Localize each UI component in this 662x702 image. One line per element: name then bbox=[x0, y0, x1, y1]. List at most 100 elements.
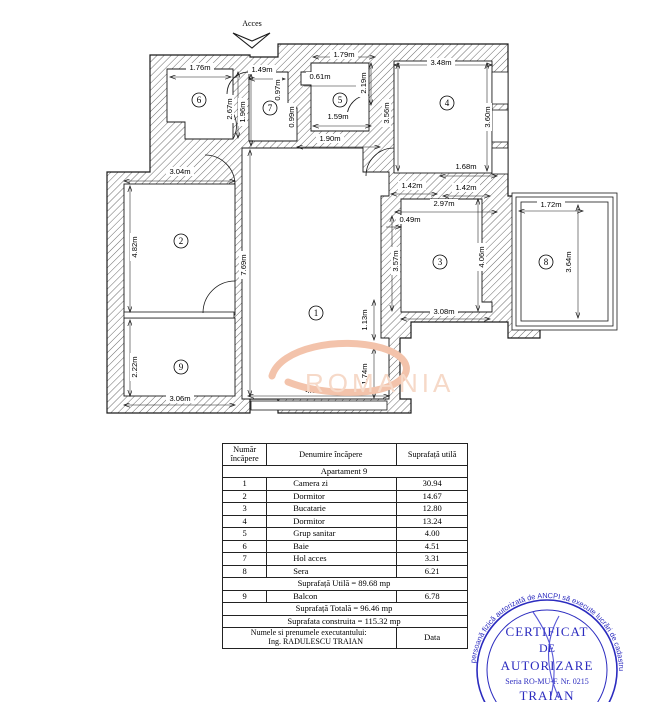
cell-room-number: 9 bbox=[221, 589, 268, 604]
cell-room-name: Dormitor bbox=[266, 489, 398, 504]
stamp-line-seria: Seria RO-MU-F. Nr. 0215 bbox=[505, 677, 589, 686]
room-number: 2 bbox=[179, 236, 184, 246]
access-marker: Acces bbox=[232, 19, 271, 49]
cell-room-number: 6 bbox=[221, 539, 268, 554]
room-number-markers: 1 2 3 4 5 6 7 8 9 bbox=[173, 92, 554, 375]
stamp-inner-circle bbox=[486, 609, 608, 702]
dimension-label: 1.59m bbox=[327, 112, 348, 121]
window-band-bottom bbox=[250, 400, 388, 411]
dimension-label: 1.90m bbox=[319, 134, 340, 143]
cell-room-area: 14.67 bbox=[396, 489, 468, 504]
walls-group bbox=[106, 43, 618, 414]
cell-room-number: 3 bbox=[221, 502, 268, 516]
cell-room-number: 7 bbox=[221, 552, 268, 566]
suprafata-totala-row: Suprafață Totală = 96.46 mp bbox=[222, 602, 468, 616]
room-number: 5 bbox=[338, 95, 343, 105]
suprafata-utila-row-text: Suprafață Utilă = 89.68 mp bbox=[222, 577, 468, 591]
dimension-label: 3.56m bbox=[382, 102, 391, 123]
room-3-area bbox=[400, 198, 493, 313]
dimension-label: 3.64m bbox=[564, 251, 573, 272]
dimension-label: 3.57m bbox=[391, 250, 400, 271]
room-marker-4: 4 bbox=[439, 95, 455, 111]
cell-room-number: 1 bbox=[221, 477, 268, 491]
dimension-label: 0.97m bbox=[273, 79, 282, 100]
cell-room-area: 6.78 bbox=[396, 589, 468, 604]
room-marker-2: 2 bbox=[173, 233, 189, 249]
executant-row: Numele si prenumele executantului:Ing. R… bbox=[221, 627, 468, 650]
suprafata-totala-row-text: Suprafață Totală = 96.46 mp bbox=[222, 602, 468, 616]
room-marker-5: 5 bbox=[332, 92, 348, 108]
dimension-label: 2.19m bbox=[359, 72, 368, 93]
header-room-name: Denumire încăpere bbox=[266, 443, 398, 466]
executant-block: Numele si prenumele executantului:Ing. R… bbox=[221, 627, 398, 650]
cell-room-name: Hol acces bbox=[266, 552, 398, 566]
cell-room-number: 4 bbox=[221, 514, 268, 529]
cell-room-name: Baie bbox=[266, 539, 398, 554]
dimension-label: 3.04m bbox=[169, 167, 190, 176]
cell-room-area: 4.51 bbox=[396, 539, 468, 554]
suprafata-construita-row: Suprafata construita = 115.32 mp bbox=[222, 614, 468, 629]
dimension-label: 2.97m bbox=[433, 199, 454, 208]
apartment-title: Apartament 9 bbox=[222, 464, 468, 479]
cell-room-area: 30.94 bbox=[396, 477, 468, 491]
dimension-label: 0.99m bbox=[287, 106, 296, 127]
cell-room-number: 5 bbox=[221, 527, 268, 541]
room-marker-9: 9 bbox=[173, 359, 189, 375]
room-1-area bbox=[241, 147, 390, 400]
executant-name: Ing. RADULESCU TRAIAN bbox=[268, 637, 364, 647]
suprafata-utila-row: Suprafață Utilă = 89.68 mp bbox=[222, 577, 468, 591]
window-band-left bbox=[123, 311, 235, 319]
stamp-line-de: DE bbox=[539, 641, 555, 655]
room-marker-7: 7 bbox=[262, 100, 278, 116]
stamp-signature bbox=[532, 611, 560, 699]
header-room-number: Număr încăpere bbox=[221, 443, 268, 466]
cell-room-area: 4.00 bbox=[396, 527, 468, 541]
dimension-label: 1.42m bbox=[455, 183, 476, 192]
cell-room-name: Bucatarie bbox=[266, 502, 398, 516]
dimension-label: 1.72m bbox=[540, 200, 561, 209]
apartment-title-row: Apartament 9 bbox=[222, 464, 468, 479]
room-marker-3: 3 bbox=[432, 254, 448, 270]
dimension-label: 1.42m bbox=[401, 181, 422, 190]
table-header-row: Număr încăpere Denumire încăpere Suprafa… bbox=[221, 443, 468, 466]
dimension-label: 2.67m bbox=[225, 98, 234, 119]
room-number: 3 bbox=[438, 257, 443, 267]
room-marker-1: 1 bbox=[308, 305, 324, 321]
data-label: Data bbox=[396, 627, 468, 650]
dimension-label: 7.69m bbox=[239, 254, 248, 275]
door-room-7 bbox=[226, 71, 250, 95]
room-number: 1 bbox=[314, 308, 319, 318]
room-marker-8: 8 bbox=[538, 254, 554, 270]
dimension-label: 0.49m bbox=[399, 215, 420, 224]
room-number: 7 bbox=[268, 103, 273, 113]
dimension-label: 3.60m bbox=[483, 106, 492, 127]
dimension-label: 3.48m bbox=[430, 58, 451, 67]
room-4-area bbox=[393, 60, 493, 174]
dimension-label: 4.82m bbox=[130, 236, 139, 257]
dimension-label: 3.08m bbox=[433, 307, 454, 316]
access-label: Acces bbox=[242, 19, 262, 28]
authorization-stamp: persoană fizică autorizată de ANCPI să e… bbox=[455, 592, 626, 702]
dimension-label: 4.06m bbox=[477, 246, 486, 267]
stamp-line-autorizare: AUTORIZARE bbox=[501, 658, 594, 673]
cell-room-name: Camera zi bbox=[266, 477, 398, 491]
cell-room-number: 2 bbox=[221, 489, 268, 504]
dimension-label: 1.96m bbox=[238, 101, 247, 122]
suprafata-construita-row-text: Suprafata construita = 115.32 mp bbox=[222, 614, 468, 629]
room-2-area bbox=[123, 183, 236, 316]
dimension-label: 1.68m bbox=[455, 162, 476, 171]
dimension-label: 1.49m bbox=[251, 65, 272, 74]
dimension-label: 1.79m bbox=[333, 50, 354, 59]
dimension-label: 3.06m bbox=[169, 394, 190, 403]
room-number: 8 bbox=[544, 257, 549, 267]
cell-room-area: 13.24 bbox=[396, 514, 468, 529]
room-marker-6: 6 bbox=[191, 92, 207, 108]
cell-room-name: Sera bbox=[266, 564, 398, 579]
